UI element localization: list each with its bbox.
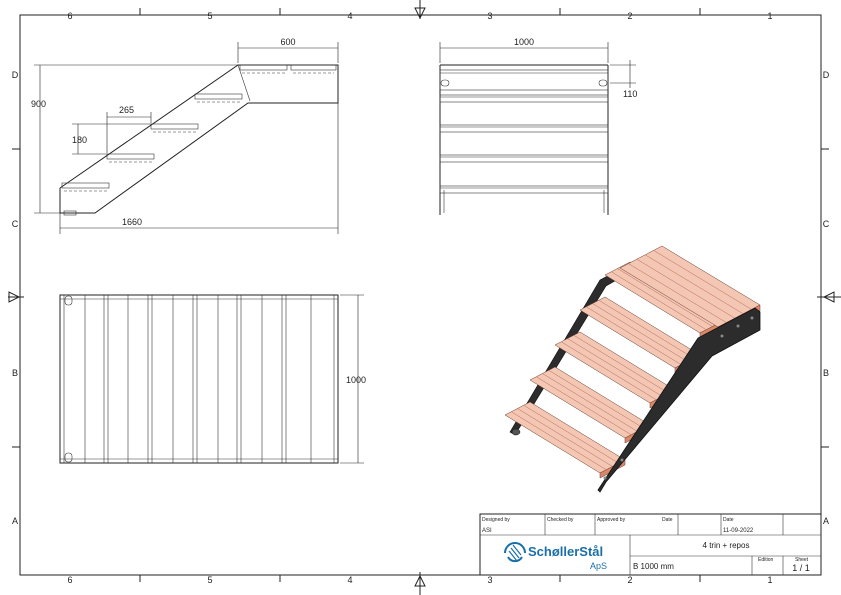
iso-board-seam — [617, 268, 713, 327]
zone-row-label: D — [823, 70, 830, 80]
iso-treads — [504, 245, 761, 479]
zone-row-label: C — [823, 219, 830, 229]
centering-mark-top — [414, 0, 426, 20]
dim-1000-top: 1000 — [346, 375, 366, 385]
zone-col-label: 4 — [347, 575, 352, 585]
zone-row-label: D — [12, 70, 19, 80]
dim-600: 600 — [280, 37, 295, 47]
checked-by-label: Checked by — [547, 517, 574, 523]
zone-col-label: 4 — [347, 11, 352, 21]
date-label: Date — [723, 517, 734, 523]
zone-col-label: 3 — [487, 11, 492, 21]
iso-board-seam — [523, 405, 619, 464]
sheet-value: 1 / 1 — [792, 563, 810, 573]
designed-by-label: Designed by — [482, 517, 510, 523]
dim-1660: 1660 — [122, 217, 142, 227]
sheet-label: Sheet — [795, 557, 809, 563]
iso-board-seam — [653, 250, 752, 310]
side-view-treads — [61, 64, 337, 216]
edition-label: Edition — [758, 557, 774, 563]
zone-row-label: A — [12, 516, 18, 526]
iso-board-seam — [517, 408, 613, 467]
approved-by-label: Approved by — [597, 517, 626, 523]
logo-sub: ApS — [590, 561, 607, 571]
zone-col-label: 1 — [767, 575, 772, 585]
iso-board-seam — [586, 306, 682, 365]
iso-board-seam — [628, 263, 727, 323]
zone-row-label: C — [12, 219, 19, 229]
date-label: Date — [662, 517, 673, 523]
top-view-boards — [60, 295, 338, 463]
centering-mark-bottom — [414, 572, 426, 595]
iso-bolt — [750, 316, 754, 320]
iso-board-seam — [598, 300, 694, 359]
front-view: 1000 110 — [439, 37, 637, 215]
iso-board-seam — [592, 303, 688, 362]
centering-mark-left — [8, 291, 24, 303]
iso-board-seam — [548, 370, 644, 429]
iso-board-seam — [536, 376, 632, 435]
zone-row-label: A — [823, 516, 829, 526]
isometric-view — [504, 245, 761, 493]
iso-bolt — [736, 324, 740, 328]
dimension-side-height: 900 — [31, 64, 238, 214]
iso-board-seam — [573, 335, 669, 394]
iso-bolt — [720, 334, 724, 338]
iso-board-seam — [636, 258, 735, 319]
centering-mark-right — [817, 291, 841, 303]
dim-180: 180 — [72, 135, 87, 145]
zone-col-label: 5 — [207, 575, 212, 585]
dimension-top-width: 1000 — [340, 294, 366, 464]
title-block: Designed by ASI Checked by Approved by D… — [479, 513, 822, 576]
zone-col-label: 6 — [67, 11, 72, 21]
iso-bolt — [603, 476, 607, 480]
designed-by-value: ASI — [482, 528, 492, 534]
dimension-front-width: 1000 — [439, 37, 609, 63]
iso-board-seam — [567, 338, 663, 397]
iso-bolt — [620, 458, 624, 462]
dim-265: 265 — [119, 105, 134, 115]
dimension-total-length: 1660 — [59, 103, 339, 234]
iso-board-seam — [611, 271, 707, 330]
iso-board-seam — [511, 411, 607, 470]
drawing-subtitle: B 1000 mm — [633, 562, 674, 571]
iso-foot — [511, 428, 521, 436]
iso-board-seam — [645, 254, 744, 315]
logo-swirl-icon — [504, 542, 526, 563]
dim-110: 110 — [623, 89, 637, 99]
zone-col-label: 2 — [627, 575, 632, 585]
drawing-frame — [8, 0, 841, 595]
dimension-step-rise: 180 — [72, 123, 151, 155]
date-value: 11-09-2022 — [723, 528, 754, 534]
side-view: 600 900 265 180 1660 — [31, 37, 339, 234]
dimension-step-run: 265 — [106, 105, 152, 153]
dim-900: 900 — [31, 99, 46, 109]
dimension-tread-depth: 110 — [610, 60, 637, 99]
front-view-treads — [439, 69, 609, 194]
logo-text: SchøllerStål — [528, 544, 603, 559]
iso-board-seam — [561, 341, 657, 400]
zone-row-label: B — [823, 368, 829, 378]
dimension-side-top-width: 600 — [237, 37, 339, 63]
iso-board-seam — [542, 373, 638, 432]
zone-col-label: 2 — [627, 11, 632, 21]
drawing-title: 4 trin + repos — [703, 541, 750, 550]
zone-col-label: 1 — [767, 11, 772, 21]
dim-1000-front: 1000 — [514, 37, 534, 47]
zone-row-label: B — [12, 368, 18, 378]
zone-col-label: 3 — [487, 575, 492, 585]
iso-front-stringer — [597, 307, 761, 493]
company-logo: SchøllerStål ApS — [504, 542, 607, 571]
top-view: 1000 — [59, 294, 366, 464]
zone-col-label: 5 — [207, 11, 212, 21]
zone-col-label: 6 — [67, 575, 72, 585]
zone-labels: 6 5 4 3 2 1 6 5 4 3 2 1 D C B A D C B A — [12, 11, 830, 585]
